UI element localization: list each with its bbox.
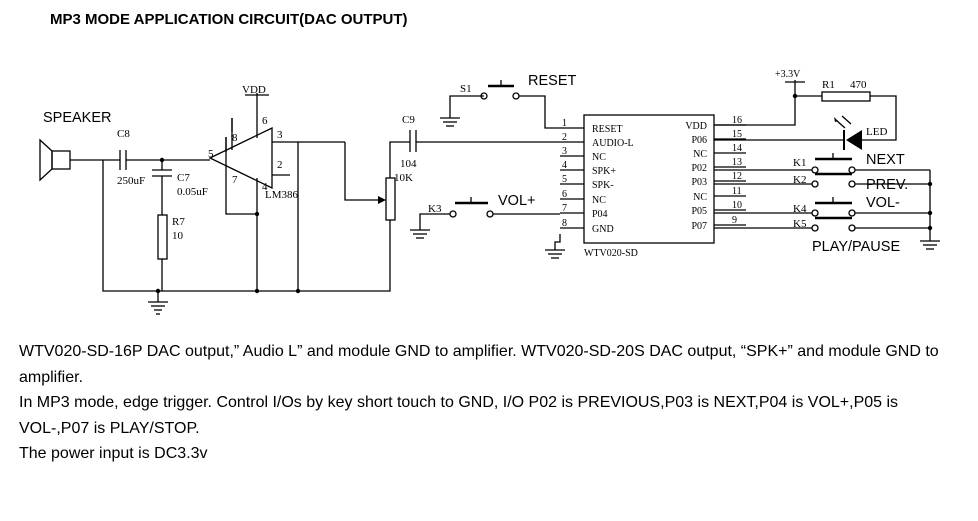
c8-label: C8 bbox=[117, 128, 130, 140]
r7-label: R7 bbox=[172, 216, 185, 228]
chip-right-pin-name: P06 bbox=[691, 135, 707, 146]
chip-left-pin-number: 2 bbox=[562, 132, 567, 143]
chip-left-pin-number: 8 bbox=[562, 218, 567, 229]
chip-right-pin-number: 12 bbox=[732, 171, 742, 182]
chip-right-pin-number: 16 bbox=[732, 115, 742, 126]
prev-label: PREV. bbox=[866, 177, 908, 193]
chip-left-pin-name: SPK+ bbox=[592, 166, 616, 177]
vdd-amp-label: VDD bbox=[242, 84, 266, 96]
chip-right-pin-name: P07 bbox=[691, 221, 707, 232]
chip-right-pin-number: 14 bbox=[732, 143, 742, 154]
switch-k4-voldown bbox=[714, 197, 930, 217]
k5-label: K5 bbox=[793, 218, 807, 230]
amp-pin4: 4 bbox=[262, 181, 268, 193]
c7-label: C7 bbox=[177, 172, 190, 184]
ground-amp bbox=[148, 291, 168, 315]
pot-value: 10K bbox=[394, 172, 413, 184]
k1-label: K1 bbox=[793, 157, 806, 169]
chip-right-pin-number: 15 bbox=[732, 129, 742, 140]
chip-left-pin-number: 4 bbox=[562, 160, 567, 171]
k3-label: K3 bbox=[428, 203, 442, 215]
r1-value: 470 bbox=[850, 79, 867, 91]
play-label: PLAY/PAUSE bbox=[812, 239, 900, 255]
reset-label: RESET bbox=[528, 73, 576, 89]
chip-right-pin-name: P02 bbox=[691, 163, 707, 174]
chip-right-pin-name: P05 bbox=[691, 206, 707, 217]
chip-right-pin-name: NC bbox=[693, 149, 707, 160]
chip-right-pin-number: 10 bbox=[732, 200, 742, 211]
k2-label: K2 bbox=[793, 174, 806, 186]
s1-label: S1 bbox=[460, 83, 472, 95]
r1-label: R1 bbox=[822, 79, 835, 91]
amp-pin5: 5 bbox=[208, 148, 214, 160]
chip-left-pin-name: P04 bbox=[592, 209, 608, 220]
amp-pin7: 7 bbox=[232, 174, 238, 186]
k4-label: K4 bbox=[793, 203, 807, 215]
c9-label: C9 bbox=[402, 114, 415, 126]
amplifier-lm386 bbox=[208, 100, 299, 291]
r7-value: 10 bbox=[172, 230, 184, 242]
chip-left-pin-name: NC bbox=[592, 195, 606, 206]
capacitor-c8 bbox=[119, 150, 127, 170]
chip-right-pin-number: 13 bbox=[732, 157, 742, 168]
chip-left-pin-name: AUDIO-L bbox=[592, 138, 634, 149]
c7-value: 0.05uF bbox=[177, 186, 208, 198]
schematic: SPEAKER C8 250uF C7 0.05uF R7 10 bbox=[39, 69, 940, 315]
description: WTV020-SD-16P DAC output,” Audio L” and … bbox=[19, 339, 969, 467]
pwr-label: +3.3V bbox=[775, 69, 801, 80]
chip-left-pin-number: 3 bbox=[562, 146, 567, 157]
chip-left-pin-number: 5 bbox=[562, 174, 567, 185]
description-line-3: The power input is DC3.3v bbox=[19, 445, 208, 462]
resistor-r7 bbox=[157, 214, 168, 260]
switch-s1-reset bbox=[440, 80, 560, 129]
switch-k2-prev bbox=[714, 172, 930, 188]
amp-pin2: 2 bbox=[277, 159, 283, 171]
chip-name: WTV020-SD bbox=[584, 248, 638, 259]
description-line-1: WTV020-SD-16P DAC output,” Audio L” and … bbox=[19, 343, 939, 386]
switch-k1-next bbox=[714, 153, 930, 174]
amp-pin6: 6 bbox=[262, 115, 268, 127]
chip-left-pin-name: RESET bbox=[592, 124, 623, 135]
chip-right-pin-number: 9 bbox=[732, 215, 737, 226]
diagram-title: MP3 MODE APPLICATION CIRCUIT(DAC OUTPUT) bbox=[50, 11, 408, 28]
chip-right-pin-name: NC bbox=[693, 192, 707, 203]
volp-label: VOL+ bbox=[498, 193, 535, 209]
next-label: NEXT bbox=[866, 152, 905, 168]
switch-k3-volup bbox=[410, 197, 560, 239]
capacitor-c7 bbox=[152, 169, 172, 177]
amp-name: LM386 bbox=[265, 189, 299, 201]
chip-right-pin-number: 11 bbox=[732, 186, 742, 197]
ground-right bbox=[920, 236, 940, 250]
chip-wtv020-sd bbox=[583, 114, 715, 244]
chip-left-pin-name: SPK- bbox=[592, 180, 614, 191]
chip-right-pin-name: VDD bbox=[685, 121, 707, 132]
chip-left-pin-name: NC bbox=[592, 152, 606, 163]
capacitor-c9 bbox=[409, 130, 417, 152]
led-symbol bbox=[834, 115, 862, 150]
chip-left-pin-number: 1 bbox=[562, 118, 567, 129]
speaker-symbol bbox=[39, 138, 71, 182]
led-label: LED bbox=[866, 126, 887, 138]
c8-value: 250uF bbox=[117, 175, 145, 187]
chip-left-pin-number: 7 bbox=[562, 203, 567, 214]
c9-value: 104 bbox=[400, 158, 417, 170]
description-line-2: In MP3 mode, edge trigger. Control I/Os … bbox=[19, 394, 899, 437]
resistor-r1 bbox=[821, 91, 871, 102]
amp-pin3: 3 bbox=[277, 129, 283, 141]
potentiometer bbox=[378, 177, 396, 221]
chip-left-pin-number: 6 bbox=[562, 189, 567, 200]
speaker-label: SPEAKER bbox=[43, 110, 112, 126]
volm-label: VOL- bbox=[866, 195, 900, 211]
switch-k5-playpause bbox=[714, 216, 930, 232]
chip-right-pin-name: P03 bbox=[691, 177, 707, 188]
amp-pin8: 8 bbox=[232, 132, 238, 144]
chip-left-pin-name: GND bbox=[592, 224, 614, 235]
